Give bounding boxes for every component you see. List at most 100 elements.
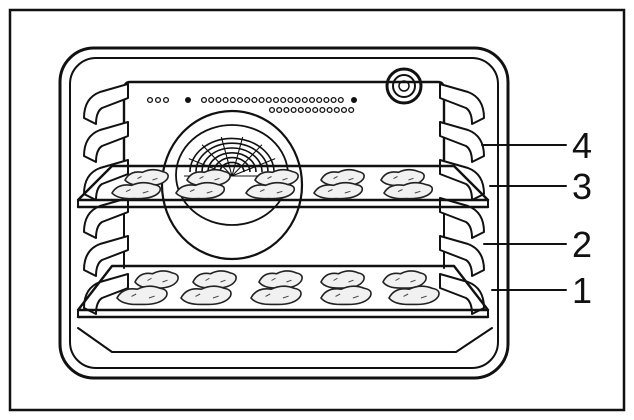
vent-hole (326, 106, 333, 114)
fan-spoke (231, 144, 263, 177)
vent-hole (308, 96, 316, 104)
food-piece (250, 285, 302, 306)
fan-blade (219, 161, 245, 173)
food-texture (137, 176, 158, 181)
vent-hole (304, 106, 312, 114)
food-texture (327, 189, 351, 194)
side-rail (83, 121, 129, 163)
food-texture (199, 176, 220, 181)
vent-dot (351, 97, 357, 103)
food-texture (259, 189, 283, 194)
vent-dot (185, 97, 191, 103)
food-piece (313, 181, 364, 200)
vent-hole (340, 106, 348, 114)
food-lower-rack (116, 270, 440, 306)
vent-hole (316, 96, 323, 104)
fan-spoke (220, 136, 233, 177)
vent-hole (333, 106, 340, 114)
side-rail (83, 235, 129, 277)
vent-hole (348, 106, 355, 114)
food-piece (383, 181, 434, 200)
vent-hole (301, 96, 308, 104)
level-label-1: 1 (572, 270, 592, 311)
food-piece (180, 285, 232, 306)
food-upper-rack (111, 168, 434, 200)
vent-hole (272, 96, 280, 104)
food-piece (320, 285, 372, 306)
food-texture (189, 189, 213, 194)
food-piece (258, 270, 303, 289)
vent-hole (337, 96, 344, 104)
food-piece (245, 181, 296, 200)
food-piece (134, 270, 179, 289)
oven-cavity-inner (69, 57, 499, 369)
food-texture (147, 277, 168, 283)
food-texture (267, 176, 288, 181)
food-texture (403, 293, 427, 299)
vent-hole (290, 106, 297, 114)
vent-hole (258, 96, 265, 104)
oven-cavity-outer (58, 46, 510, 380)
vent-hole (319, 106, 326, 114)
fan-blade (207, 152, 257, 173)
vent-hole (265, 96, 272, 104)
food-texture (397, 189, 421, 194)
food-texture (393, 176, 414, 181)
vent-hole (312, 106, 319, 114)
oven-floor (77, 327, 493, 353)
vent-hole (297, 106, 304, 114)
food-piece (116, 285, 168, 306)
food-piece (320, 270, 365, 289)
vent-hole (283, 106, 290, 114)
vent-hole (268, 106, 276, 114)
vent-hole (236, 96, 244, 104)
food-texture (205, 277, 226, 283)
vent-holes (146, 96, 357, 114)
level-label-4: 4 (572, 125, 592, 166)
vent-hole (276, 106, 283, 114)
food-texture (335, 293, 359, 299)
fan-blade (189, 137, 275, 173)
vent-hole (294, 96, 301, 104)
side-rail (439, 121, 485, 163)
vent-hole (162, 96, 170, 104)
vent-hole (208, 96, 215, 104)
outer-border (8, 8, 626, 412)
rack-level-3 (76, 164, 490, 209)
food-piece (382, 270, 427, 289)
fan-spoke (231, 136, 244, 177)
rack-level-1 (76, 264, 490, 319)
oven-lamp (385, 67, 423, 105)
food-texture (265, 293, 289, 299)
vent-hole (215, 96, 222, 104)
side-rail (439, 235, 485, 277)
vent-hole (287, 96, 294, 104)
vent-hole (200, 96, 208, 104)
fan-blade (201, 147, 263, 173)
side-rail (439, 273, 485, 315)
vent-hole (229, 96, 236, 104)
food-texture (195, 293, 219, 299)
side-rail (83, 83, 129, 125)
level-label-2: 2 (572, 224, 592, 265)
side-rail (439, 159, 485, 201)
food-texture (125, 189, 149, 194)
fan-blade (195, 142, 269, 173)
food-texture (131, 293, 155, 299)
vent-hole (330, 96, 337, 104)
vent-hole (244, 96, 251, 104)
food-texture (333, 176, 354, 181)
vent-hole (146, 96, 154, 104)
food-piece (175, 181, 226, 200)
vent-hole (154, 96, 162, 104)
vent-hole (280, 96, 287, 104)
side-rail (83, 197, 129, 239)
side-rail (83, 273, 129, 315)
side-rail (439, 83, 485, 125)
fan-spoke (201, 144, 233, 177)
level-label-3: 3 (572, 166, 592, 207)
vent-hole (323, 96, 330, 104)
food-texture (395, 277, 416, 283)
